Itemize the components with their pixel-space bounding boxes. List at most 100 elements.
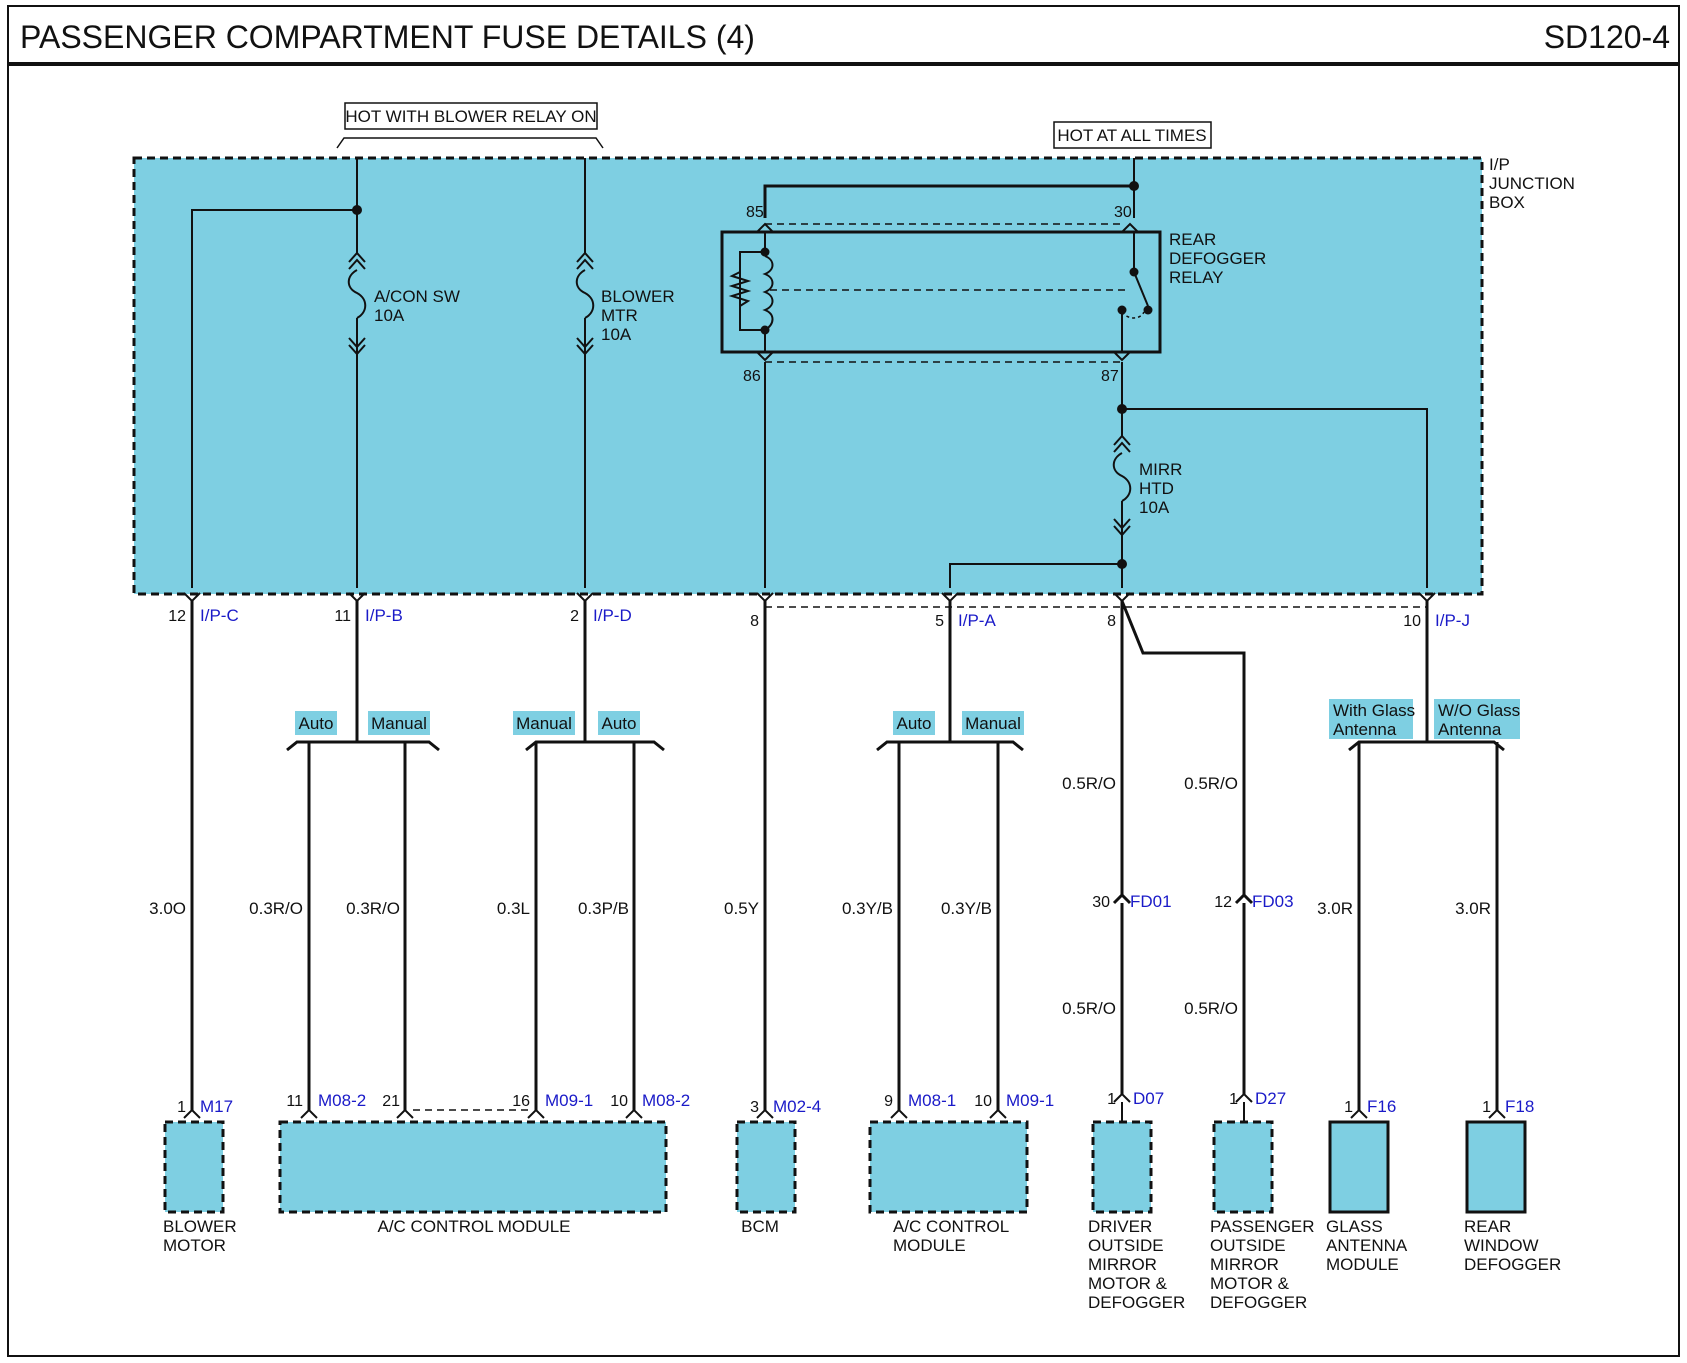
wire-code: 3.0R — [1455, 899, 1491, 918]
connector-id: I/P-B — [365, 606, 403, 625]
component-terminals — [183, 1092, 1506, 1122]
connector-id: I/P-C — [200, 606, 239, 625]
svg-text:W/O Glass: W/O Glass — [1438, 701, 1520, 720]
wire-code: 0.3L — [497, 899, 530, 918]
page-frame — [7, 5, 1680, 1357]
connector-id: M02-4 — [773, 1097, 821, 1116]
relay-label: REAR DEFOGGER RELAY — [1169, 230, 1271, 287]
circuit-relay-outputs — [764, 362, 1428, 588]
ac-control-module-box — [278, 1120, 668, 1214]
fuse-mirr-label: MIRR HTD 10A — [1139, 460, 1187, 517]
svg-text:With Glass: With Glass — [1333, 701, 1415, 720]
component-name: BLOWER MOTOR — [163, 1217, 241, 1255]
wire-harness — [190, 600, 1505, 1110]
pin-number: 21 — [382, 1093, 400, 1110]
relay-pin-87: 87 — [1101, 368, 1119, 385]
wire-code: 0.5R/O — [1184, 999, 1238, 1018]
wire-code: 0.3R/O — [346, 899, 400, 918]
connector-id: I/P-J — [1435, 611, 1470, 630]
component-name: DRIVER OUTSIDE MIRROR MOTOR & DEFOGGER — [1088, 1217, 1185, 1312]
fuse-blower-label: BLOWER MTR 10A — [601, 287, 679, 344]
connector-id: I/P-D — [593, 606, 632, 625]
svg-text:Antenna: Antenna — [1438, 720, 1502, 739]
pin-number: 11 — [334, 608, 351, 625]
ac-control-module-2-box — [868, 1120, 1029, 1214]
pin-number: 12 — [168, 608, 186, 625]
connector-id: I/P-A — [958, 611, 996, 630]
pin-number: 8 — [750, 613, 759, 630]
svg-text:Manual: Manual — [371, 714, 427, 733]
pin-number: 1 — [1482, 1099, 1491, 1116]
connector-id: F16 — [1367, 1097, 1396, 1116]
connector-id: F18 — [1505, 1097, 1534, 1116]
wire-code: 0.3Y/B — [842, 899, 893, 918]
option-tags: Auto Manual Manual Auto Auto Manual With… — [295, 699, 1520, 739]
connector-id: M08-1 — [908, 1091, 956, 1110]
svg-text:HOT WITH BLOWER RELAY ON: HOT WITH BLOWER RELAY ON — [345, 107, 596, 126]
connector-id: M09-1 — [1006, 1091, 1054, 1110]
svg-text:Auto: Auto — [602, 714, 637, 733]
blower-motor-box — [163, 1120, 225, 1214]
relay-pin-86: 86 — [743, 368, 761, 385]
passenger-mirror-box — [1212, 1120, 1274, 1214]
splice-dot — [1117, 404, 1127, 414]
component-name: PASSENGER OUTSIDE MIRROR MOTOR & DEFOGGE… — [1210, 1217, 1319, 1312]
wire-code: 0.3P/B — [578, 899, 629, 918]
junction-box-label: I/P JUNCTION BOX — [1489, 155, 1580, 212]
rear-defogger-box — [1465, 1120, 1527, 1214]
glass-antenna-box — [1328, 1120, 1390, 1214]
pin-number: 12 — [1214, 894, 1232, 911]
connector-id: FD01 — [1130, 892, 1172, 911]
pin-number: 1 — [1107, 1091, 1116, 1108]
splice-dot — [1117, 559, 1127, 569]
pin-number: 10 — [974, 1093, 992, 1110]
svg-text:Auto: Auto — [897, 714, 932, 733]
connector-id: M08-2 — [318, 1091, 366, 1110]
wire-code: 0.3Y/B — [941, 899, 992, 918]
pin-number: 3 — [750, 1099, 759, 1116]
bcm-box — [735, 1120, 797, 1214]
supply-always-label: HOT AT ALL TIMES — [1053, 121, 1212, 149]
wire-code: 0.5R/O — [1062, 999, 1116, 1018]
pin-number: 8 — [1107, 613, 1116, 630]
connector-id: FD03 — [1252, 892, 1294, 911]
wire-code: 3.0O — [149, 899, 186, 918]
pin-number: 10 — [610, 1093, 628, 1110]
svg-text:HOT AT ALL TIMES: HOT AT ALL TIMES — [1057, 126, 1206, 145]
svg-text:Manual: Manual — [965, 714, 1021, 733]
svg-text:Antenna: Antenna — [1333, 720, 1397, 739]
splice-dot — [352, 205, 362, 215]
wire-code: 0.5R/O — [1184, 774, 1238, 793]
pin-number: 11 — [286, 1093, 303, 1110]
component-name: A/C CONTROL MODULE — [893, 1217, 1013, 1255]
svg-text:Auto: Auto — [299, 714, 334, 733]
circuit-blower-mtr — [575, 158, 595, 588]
driver-mirror-box — [1091, 1120, 1153, 1214]
relay-pin-85: 85 — [746, 204, 764, 221]
component-name: A/C CONTROL MODULE — [377, 1217, 570, 1236]
wire-code: 0.5R/O — [1062, 774, 1116, 793]
connector-id: D07 — [1133, 1089, 1164, 1108]
supply-blower-relay-label: HOT WITH BLOWER RELAY ON — [336, 102, 604, 149]
svg-text:Manual: Manual — [516, 714, 572, 733]
pin-number: 2 — [570, 608, 579, 625]
wire-code: 0.5Y — [724, 899, 759, 918]
pin-number: 10 — [1403, 613, 1421, 630]
wire-code: 0.3R/O — [249, 899, 303, 918]
connector-id: M17 — [200, 1097, 233, 1116]
connector-id: M08-2 — [642, 1091, 690, 1110]
pin-number: 30 — [1092, 894, 1110, 911]
relay-contacts — [760, 181, 1153, 335]
fuse-acon-label: A/CON SW 10A — [374, 287, 465, 325]
page-code: SD120-4 — [1544, 19, 1670, 55]
component-name: BCM — [741, 1217, 779, 1236]
connector-id: D27 — [1255, 1089, 1286, 1108]
pin-number: 1 — [1229, 1091, 1238, 1108]
pin-number: 1 — [177, 1099, 186, 1116]
component-name: REAR WINDOW DEFOGGER — [1464, 1217, 1561, 1274]
relay-pin-30: 30 — [1114, 204, 1132, 221]
wire-code: 3.0R — [1317, 899, 1353, 918]
pin-number: 5 — [935, 613, 944, 630]
pin-number: 1 — [1344, 1099, 1353, 1116]
